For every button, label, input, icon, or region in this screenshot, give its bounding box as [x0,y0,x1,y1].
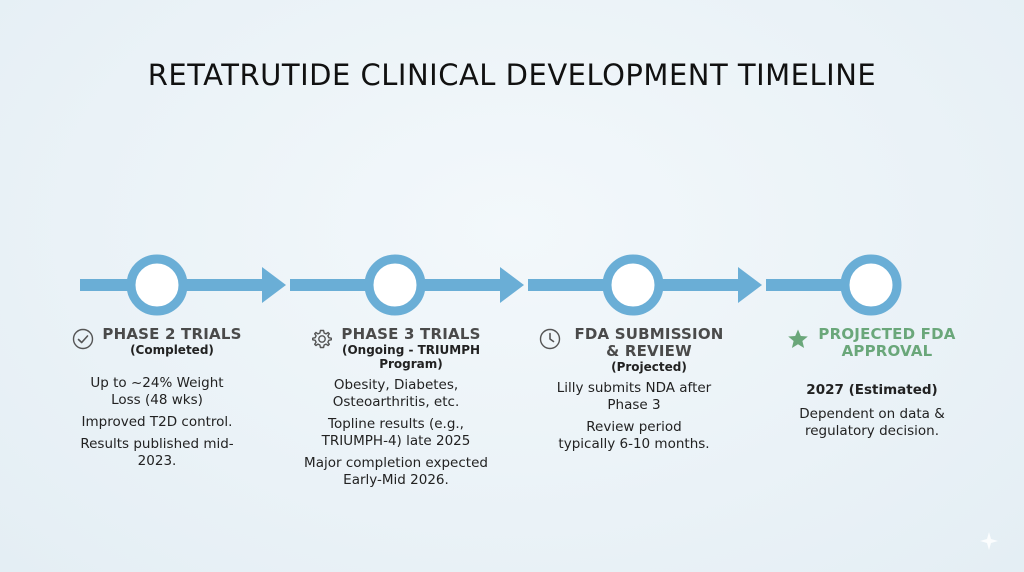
phase-details: Obesity, Diabetes, Osteoarthritis, etc. … [296,377,496,489]
phase-title-block: PHASE 3 TRIALS (Ongoing - TRIUMPH Progra… [341,325,481,372]
phase-detail: Review period typically 6-10 months. [558,419,710,452]
phase-details: Lilly submits NDA after Phase 3 Review p… [534,380,734,453]
phase-title-block: FDA SUBMISSION & REVIEW (Projected) [569,325,729,375]
milestone-circle-2 [364,254,426,316]
phase-2-trials: PHASE 2 TRIALS (Completed) Up to ~24% We… [62,326,252,475]
phase-header: PHASE 3 TRIALS (Ongoing - TRIUMPH Progra… [296,326,496,371]
phase-title: FDA SUBMISSION & REVIEW [574,325,724,360]
phase-title: PHASE 3 TRIALS [341,325,481,343]
phase-detail: Obesity, Diabetes, Osteoarthritis, etc. [332,377,460,410]
gear-icon [312,329,332,349]
approval-estimate: 2027 (Estimated) [806,382,938,398]
check-circle-icon [73,328,94,350]
phase-header: FDA SUBMISSION & REVIEW (Projected) [534,326,734,374]
milestone-circle-1 [126,254,188,316]
phase-subtitle: (Ongoing - TRIUMPH Program) [341,343,481,371]
phase-3-trials: PHASE 3 TRIALS (Ongoing - TRIUMPH Progra… [296,326,496,494]
star-icon [788,329,808,348]
timeline-arrow-2 [500,267,524,303]
page-title: RETATRUTIDE CLINICAL DEVELOPMENT TIMELIN… [147,58,877,92]
phase-detail: Major completion expected Early-Mid 2026… [304,455,488,488]
phase-detail: Up to ~24% Weight Loss (48 wks) [90,375,224,408]
fda-submission-review: FDA SUBMISSION & REVIEW (Projected) Lill… [534,326,734,458]
phase-details: Up to ~24% Weight Loss (48 wks) Improved… [62,375,252,470]
clock-icon [539,328,561,350]
phase-detail: Dependent on data & regulatory decision. [799,406,945,439]
phase-subtitle: (Completed) [130,343,214,357]
phase-detail: Lilly submits NDA after Phase 3 [556,380,712,413]
milestone-circle-3 [602,254,664,316]
phase-title: PROJECTED FDA APPROVAL [818,325,956,360]
phase-title: PHASE 2 TRIALS [102,325,242,343]
sparkle-icon [980,532,998,550]
timeline-arrow-1 [262,267,286,303]
timeline-arrow-3 [738,267,762,303]
phase-details: 2027 (Estimated) Dependent on data & reg… [774,382,970,440]
phase-detail: Improved T2D control. [81,414,233,430]
phase-title-block: PHASE 2 TRIALS (Completed) [102,325,242,358]
phase-detail: Results published mid-2023. [80,436,234,469]
phase-title-block: PROJECTED FDA APPROVAL [817,326,957,360]
timeline [80,254,902,316]
phase-header: PROJECTED FDA APPROVAL [774,326,970,360]
phase-subtitle: (Projected) [611,360,687,374]
projected-fda-approval: PROJECTED FDA APPROVAL 2027 (Estimated) … [774,326,970,445]
phase-detail: Topline results (e.g., TRIUMPH-4) late 2… [321,416,471,449]
milestone-circle-4 [840,254,902,316]
phase-header: PHASE 2 TRIALS (Completed) [62,326,252,357]
